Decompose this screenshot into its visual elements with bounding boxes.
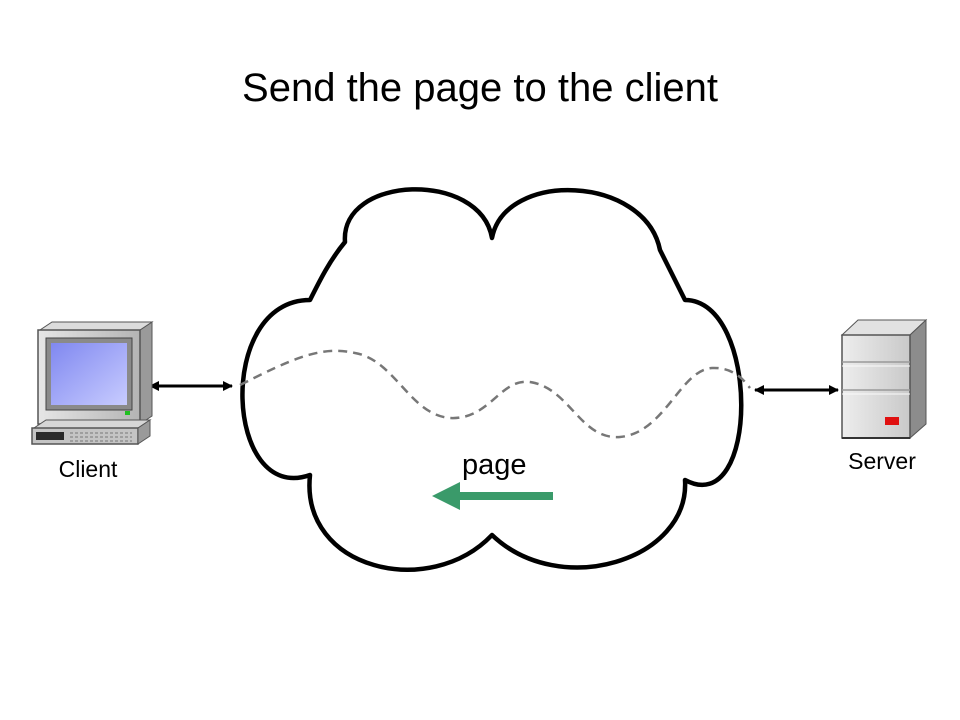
client-label: Client xyxy=(59,456,118,482)
tower-server-icon xyxy=(840,318,928,440)
message-label: page xyxy=(462,449,527,481)
server-label: Server xyxy=(848,448,916,474)
desktop-computer-icon xyxy=(31,321,154,445)
slide-title: Send the page to the client xyxy=(242,66,718,110)
network-path xyxy=(239,349,751,439)
internet-cloud-icon xyxy=(240,187,744,572)
message-direction-arrow xyxy=(432,482,553,510)
